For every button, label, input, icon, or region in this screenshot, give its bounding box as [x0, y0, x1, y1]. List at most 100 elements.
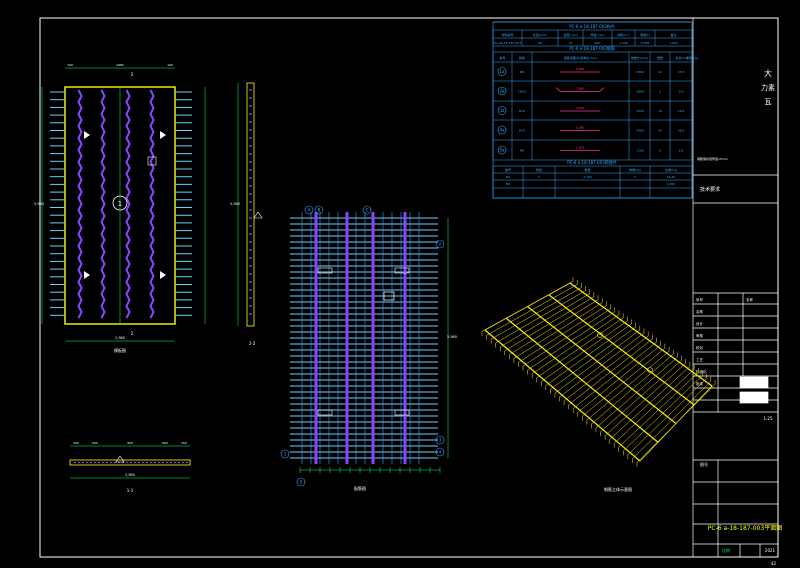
section11-view-label: 1-1	[127, 488, 134, 493]
rebar-bubble-3-text: 3	[439, 438, 442, 443]
iso-transverse-bar	[504, 296, 595, 351]
table2-header-2: 钢筋简图(长度单位:mm)	[564, 55, 597, 60]
bar-spec-2: Φ10	[519, 109, 525, 113]
table1-cell-0: PC-6a-18-187-003	[494, 41, 521, 45]
iso-transverse-bar	[509, 299, 599, 355]
bar-spec-4: Φ8	[520, 149, 524, 153]
table3-header-0: 编号	[505, 167, 511, 172]
table1-cell-4: 1.100	[619, 41, 628, 45]
section11-dim-2: 900	[127, 441, 133, 445]
sheet-border	[39, 17, 779, 558]
table1-header-2: 宽度(mm)	[563, 32, 577, 37]
bar-spec-1: 2Φ16	[518, 90, 526, 94]
bar-count-1: 2	[659, 90, 661, 94]
section11-dim-4: 300	[181, 441, 187, 445]
date-value: 2021	[765, 548, 776, 553]
table-note: 钢筋保护层厚度15mm	[697, 156, 728, 161]
iso-transverse-bar	[595, 357, 678, 429]
iso-lifting-point-2	[647, 367, 653, 373]
side-level-mark	[253, 211, 263, 219]
bar-mark-4-text: 5a	[500, 148, 506, 153]
iso-transverse-bar	[609, 366, 691, 440]
iso-transverse-bar	[563, 335, 649, 402]
side-outline	[246, 82, 255, 327]
drawing-title: PC-6 a-18-187-003平面图	[708, 525, 782, 532]
title-cell-0: 序号	[696, 297, 704, 302]
iso-transverse-bar	[495, 290, 586, 344]
bar-mark-3-text: 4a	[500, 128, 506, 133]
iso-transverse-bar	[532, 314, 620, 375]
rebar-embed-3	[394, 409, 410, 416]
plan-lifting-mark-1	[84, 271, 90, 279]
table1-header-4: 体积(m³)	[617, 32, 629, 37]
rebar-view-label: 配筋图	[354, 485, 366, 491]
iso-lifting-point-1	[597, 332, 603, 338]
bar-weight-3: 36.5	[678, 129, 685, 133]
table1-title: PC-6 a-18-187-003构件	[569, 23, 615, 29]
table2-header-5: 总长(m)	[675, 55, 686, 60]
bar-mark-2	[497, 106, 507, 115]
bar-weight-4: 2.8	[679, 149, 684, 153]
iso-transverse-bar	[541, 320, 628, 382]
table1-header-6: 备注	[670, 32, 676, 37]
rebar-bubble-4-text: 4	[439, 450, 442, 455]
table2-title: PC-6 a-18-187-003钢筋	[569, 45, 615, 51]
rebar-bubble-b-text: B	[318, 208, 321, 213]
plan-dim-top-2: 100	[167, 63, 173, 67]
scale-label: 比例	[722, 547, 730, 553]
bar-len-4: 1200	[636, 149, 644, 153]
iso-transverse-bar	[559, 332, 645, 398]
company-name-line-3: 瓦	[765, 98, 772, 106]
bar-mark-0	[497, 67, 507, 76]
iso-transverse-bar	[618, 372, 699, 448]
iso-transverse-bar	[586, 350, 670, 421]
iso-longitudinal-bar-0	[484, 329, 641, 462]
table2-header-3: 单根长(mm)	[631, 55, 648, 60]
iso-transverse-bar	[490, 287, 582, 340]
iso-transverse-bar	[518, 305, 607, 363]
rebar-bubble-1	[280, 449, 290, 459]
plan-dim-bottom: 2,980	[115, 336, 125, 340]
bar-len-3: 2960	[636, 129, 644, 133]
table3-cell-0-3: 4	[634, 175, 636, 179]
iso-transverse-bar	[513, 302, 603, 359]
plan-marker-text: 1	[118, 200, 122, 208]
plan-lifting-mark-3	[160, 271, 166, 279]
title-cell-7: 批准	[696, 381, 704, 386]
table1-header-3: 厚度(mm)	[590, 32, 604, 37]
rebar-bubble-2-text: 2	[439, 242, 442, 247]
title-cell-name-right: 名称	[746, 297, 754, 302]
bar-mark-0-text: 1a	[500, 69, 506, 74]
section11-level-mark	[115, 455, 125, 463]
iso-longitudinal-bar-1	[505, 317, 659, 443]
bar-hook-l	[555, 87, 561, 92]
bar-len-2: 3000	[636, 109, 644, 113]
table1-header-5: 重量(t)	[640, 32, 650, 37]
title-cell-4: 校对	[696, 345, 704, 350]
plan-longitudinal-bar-0	[77, 89, 83, 319]
table3-cell-0-1: 4	[538, 175, 540, 179]
title-cell-5: 工艺	[696, 357, 704, 362]
iso-transverse-bar	[577, 344, 661, 413]
title-cell-1: 名称	[696, 309, 704, 314]
title-cell-6: 标准化	[696, 369, 707, 374]
rebar-bubble-1-text: 1	[284, 452, 287, 457]
bar-dim-2: 3,000	[576, 106, 585, 110]
iso-transverse-bar	[623, 375, 703, 452]
rebar-embed-1	[394, 267, 410, 274]
bar-len-0: 5860	[636, 70, 644, 74]
sheet-label: 图号	[700, 461, 708, 467]
rebar-bubble-c-text: C	[366, 208, 369, 213]
title-cell-3: 审核	[696, 333, 704, 338]
plan-lifting-mark-0	[84, 131, 90, 139]
bar-spec-3: Φ10	[519, 129, 525, 133]
scale-value: 1:25	[764, 416, 773, 421]
plan-view-label: 模板图	[114, 347, 126, 353]
company-name-line-2: 力素	[761, 83, 775, 92]
table3-header-4: 总重(kg)	[665, 167, 677, 172]
table3-cell-0-4: 16.40	[667, 175, 676, 179]
title-cell-2: 设计	[696, 321, 704, 326]
iso-transverse-bar	[481, 281, 574, 332]
plan-section-mark-bottom: 2	[131, 331, 134, 336]
